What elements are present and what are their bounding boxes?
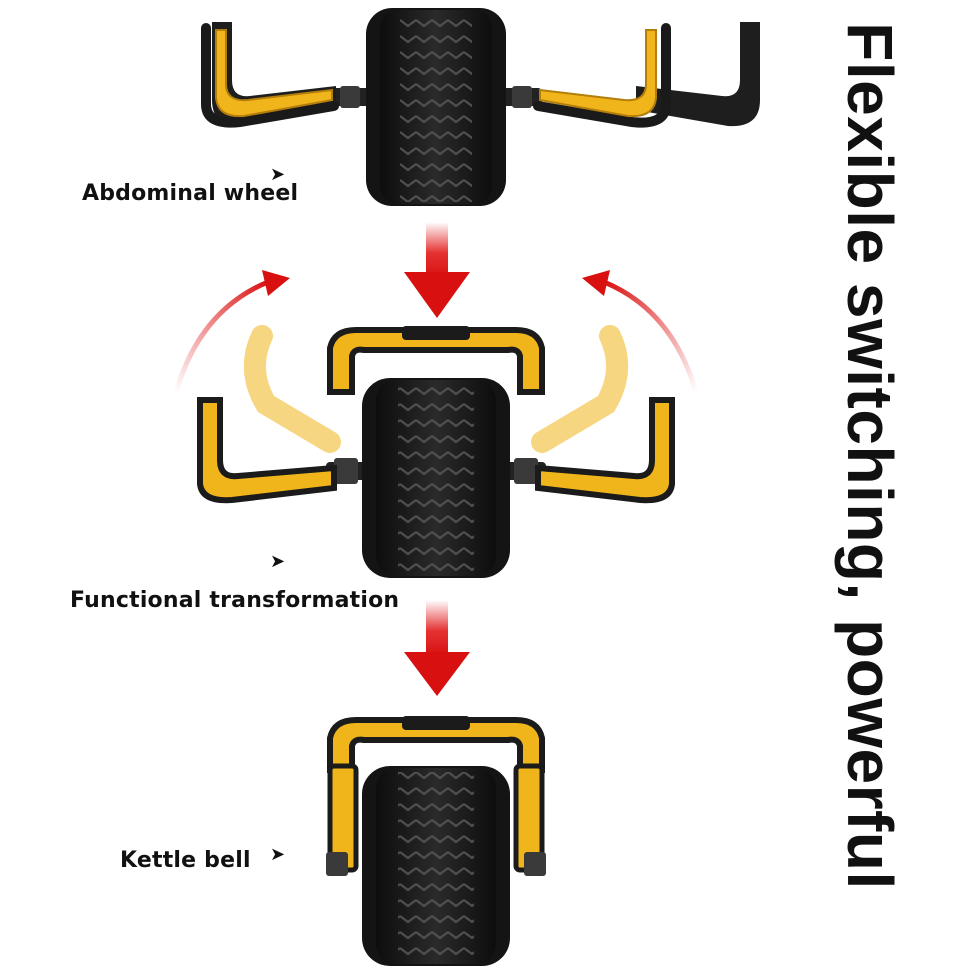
pointer-icon: ➤ xyxy=(270,164,286,185)
pointer-icon: ➤ xyxy=(270,551,286,572)
down-arrow-2 xyxy=(404,600,470,696)
headline-text: Flexible switching, powerful xyxy=(834,22,906,890)
kettle-bell-figure xyxy=(326,716,546,966)
stage-label-kettle-bell: Kettle bell xyxy=(120,848,251,873)
pointer-icon: ➤ xyxy=(270,844,286,865)
abdominal-wheel-figure xyxy=(201,8,760,206)
down-arrow-1 xyxy=(404,222,470,318)
stage-label-abdominal-wheel: Abdominal wheel xyxy=(82,181,299,206)
functional-transformation-figure xyxy=(173,270,699,578)
stage-label-functional-transformation: Functional transformation xyxy=(70,588,400,613)
